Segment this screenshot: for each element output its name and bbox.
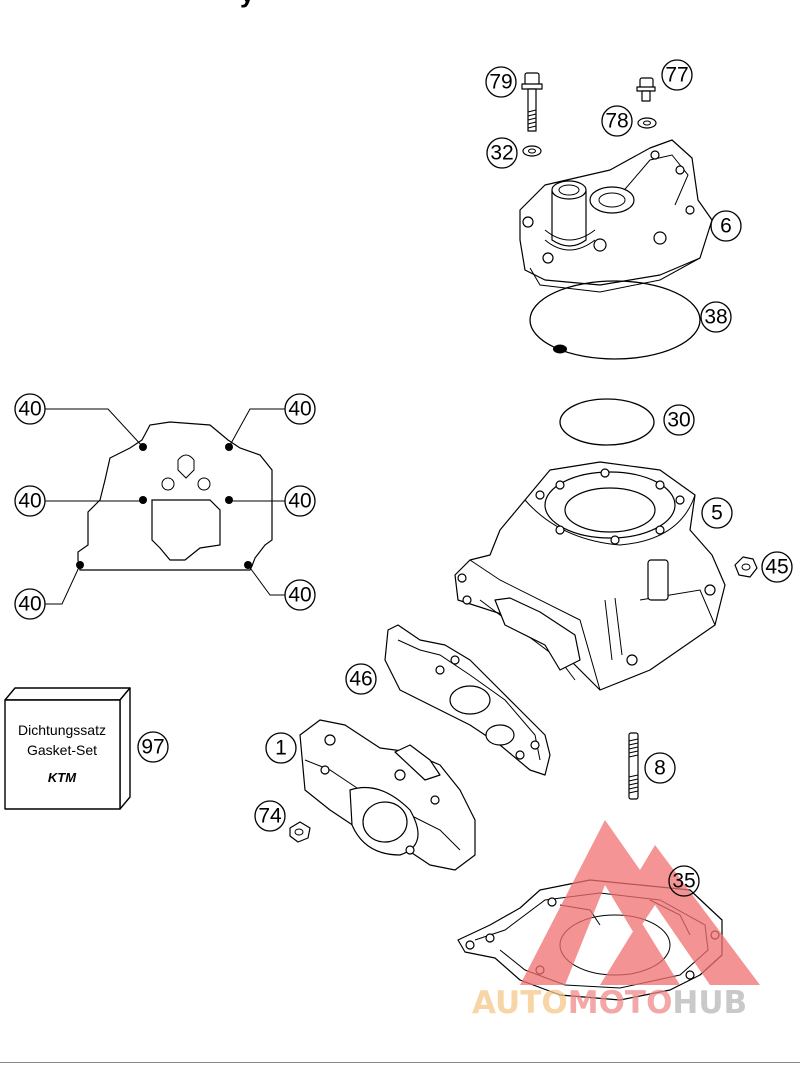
page-title-fragment: y xyxy=(240,0,255,8)
callout-74: 74 xyxy=(254,800,286,832)
nut-45 xyxy=(734,556,758,578)
callout-78: 78 xyxy=(601,105,633,137)
gasket-set-line1: Dichtungssatz xyxy=(18,722,106,738)
gasket-set-line2: Gasket-Set xyxy=(27,742,97,758)
callout-77: 77 xyxy=(661,59,693,91)
svg-text:79: 79 xyxy=(489,71,512,94)
o-ring-38 xyxy=(529,280,701,360)
callout-40-mid-right: 40 xyxy=(284,485,316,517)
ktm-logo: KTM xyxy=(48,770,77,785)
svg-text:40: 40 xyxy=(288,584,311,607)
svg-text:97: 97 xyxy=(141,736,164,759)
svg-text:1: 1 xyxy=(275,737,287,760)
callout-45: 45 xyxy=(761,551,793,583)
svg-text:77: 77 xyxy=(665,64,688,87)
callout-35: 35 xyxy=(668,865,700,897)
svg-text:40: 40 xyxy=(18,490,41,513)
gasket-46 xyxy=(384,624,551,776)
callout-40-mid-left: 40 xyxy=(14,485,46,517)
callout-6: 6 xyxy=(710,210,742,242)
svg-text:78: 78 xyxy=(605,110,628,133)
washer-78 xyxy=(637,117,657,129)
svg-text:8: 8 xyxy=(654,757,666,780)
svg-text:45: 45 xyxy=(765,556,788,579)
callout-38: 38 xyxy=(700,301,732,333)
callout-46: 46 xyxy=(345,663,377,695)
callout-40-top-right: 40 xyxy=(284,393,316,425)
cylinder-head-6 xyxy=(519,139,713,293)
watermark-triangle-logo xyxy=(520,820,760,985)
callout-1: 1 xyxy=(265,732,297,764)
sealant-gasket-outline xyxy=(43,408,285,605)
svg-text:40: 40 xyxy=(18,398,41,421)
svg-text:40: 40 xyxy=(288,490,311,513)
svg-text:5: 5 xyxy=(711,502,723,525)
svg-text:40: 40 xyxy=(288,398,311,421)
svg-text:6: 6 xyxy=(720,215,732,238)
callout-40-bottom-right: 40 xyxy=(284,579,316,611)
gasket-set-box: Dichtungssatz Gasket-Set KTM xyxy=(4,687,131,810)
o-ring-30 xyxy=(559,398,655,446)
svg-text:32: 32 xyxy=(490,142,513,165)
svg-text:30: 30 xyxy=(667,409,690,432)
cylinder-5 xyxy=(454,461,726,691)
intake-flange-1 xyxy=(299,719,476,871)
stud-8 xyxy=(628,732,639,800)
callout-32: 32 xyxy=(486,137,518,169)
callout-5: 5 xyxy=(701,497,733,529)
svg-text:74: 74 xyxy=(258,805,282,828)
svg-text:35: 35 xyxy=(672,870,695,893)
watermark-text: AUTOMOTOHUB xyxy=(472,985,747,1021)
callout-40-top-left: 40 xyxy=(14,393,46,425)
watermark: AUTOMOTOHUB xyxy=(472,820,760,1021)
callout-40-bottom-left: 40 xyxy=(14,588,46,620)
svg-text:40: 40 xyxy=(18,593,41,616)
svg-text:46: 46 xyxy=(349,668,372,691)
callout-79: 79 xyxy=(485,66,517,98)
bottom-rule xyxy=(0,1062,800,1063)
svg-text:38: 38 xyxy=(704,306,727,329)
callout-97: 97 xyxy=(137,731,169,763)
callout-8: 8 xyxy=(644,752,676,784)
bolt-79 xyxy=(521,72,543,132)
washer-32 xyxy=(522,145,542,157)
callout-30: 30 xyxy=(663,404,695,436)
screw-74 xyxy=(289,821,311,843)
bolt-77 xyxy=(636,77,656,102)
